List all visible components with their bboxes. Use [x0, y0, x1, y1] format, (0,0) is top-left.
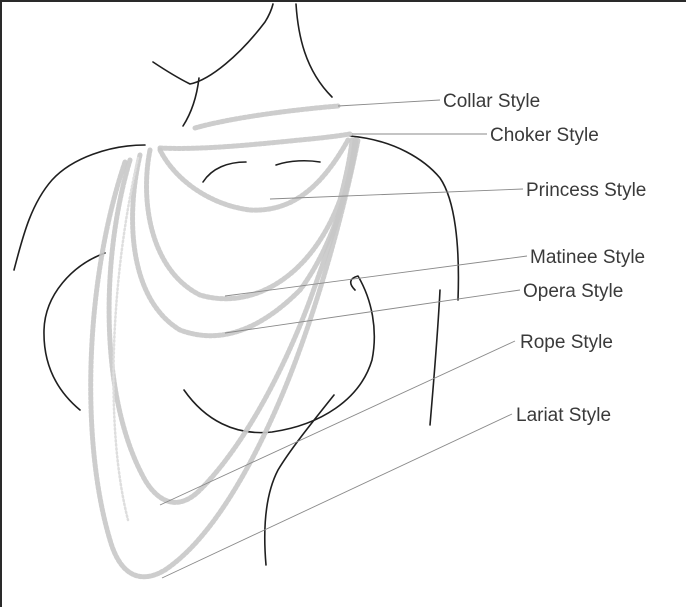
leader-lines — [160, 100, 527, 578]
matinee-label: Matinee Style — [530, 247, 645, 268]
opera-label: Opera Style — [523, 281, 623, 302]
right-shoulder — [350, 136, 458, 300]
opera-leader — [225, 290, 520, 333]
choker-strand — [160, 134, 350, 148]
body-outline — [14, 4, 458, 565]
collar-leader — [338, 100, 440, 106]
choker-label: Choker Style — [490, 125, 599, 146]
right-torso — [430, 290, 440, 425]
matinee-leader — [225, 256, 527, 296]
necklace-strands — [91, 106, 358, 577]
collar-strand — [195, 106, 338, 128]
collar-label: Collar Style — [443, 91, 540, 112]
lariat-leader — [162, 414, 512, 578]
neck-right — [296, 4, 332, 97]
right-arm-lower — [265, 395, 334, 565]
lariat-label: Lariat Style — [516, 405, 611, 426]
jaw-line — [153, 4, 273, 84]
princess-label: Princess Style — [526, 180, 646, 201]
neck-left — [183, 78, 199, 126]
rope-label: Rope Style — [520, 332, 613, 353]
rope-leader — [160, 341, 515, 505]
left-arm-inner — [44, 253, 105, 410]
collarbone-right — [276, 161, 320, 165]
labels: Collar Style Choker Style Princess Style… — [443, 91, 646, 426]
collarbone-left — [203, 162, 246, 182]
